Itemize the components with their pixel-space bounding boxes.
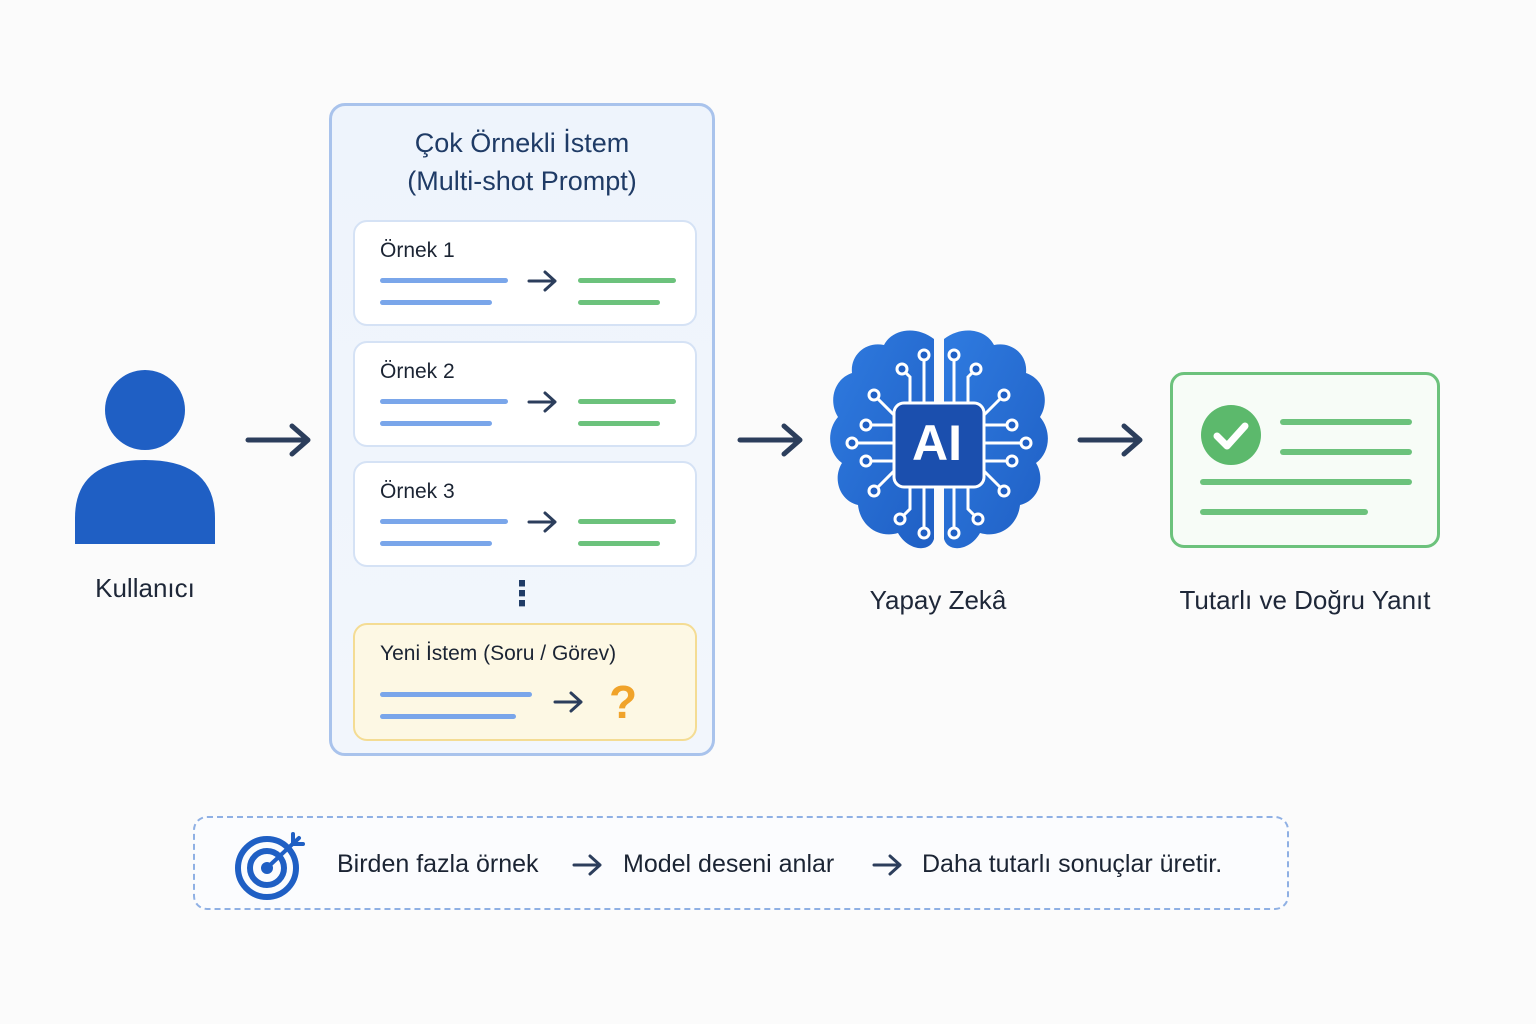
vertical-ellipsis: ⋮: [505, 575, 539, 613]
input-line: [380, 278, 508, 283]
output-line: [578, 519, 676, 524]
arrow-right-icon: [245, 423, 311, 457]
arrow-right-icon: [872, 854, 902, 876]
response-line: [1200, 479, 1412, 485]
question-mark: ?: [609, 676, 638, 728]
arrow-right-icon: [1077, 423, 1143, 457]
example-label: Örnek 2: [380, 360, 455, 383]
new-prompt-label: Yeni İstem (Soru / Görev): [380, 642, 617, 665]
ai-label: Yapay Zekâ: [869, 585, 1007, 615]
multi-shot-prompt-panel: Çok Örnekli İstem (Multi-shot Prompt) Ör…: [329, 103, 715, 756]
person-icon: [75, 370, 215, 544]
input-line: [380, 399, 508, 404]
response-card: [1170, 372, 1440, 548]
arrow-right-icon: [527, 511, 557, 533]
input-line: [380, 421, 492, 426]
example-card-2: Örnek 2: [353, 341, 697, 447]
response-line: [1280, 419, 1412, 425]
input-line: [380, 519, 508, 524]
user-label: Kullanıcı: [95, 573, 195, 603]
example-card-3: Örnek 3: [353, 461, 697, 567]
check-circle-icon: [1201, 405, 1261, 465]
input-line: [380, 714, 516, 719]
output-line: [578, 541, 660, 546]
ai-chip-text: AI: [912, 415, 962, 471]
arrow-right-icon: [527, 391, 557, 413]
example-card-1: Örnek 1: [353, 220, 697, 326]
target-icon: [235, 832, 305, 900]
summary-step-2: Model deseni anlar: [623, 850, 835, 878]
output-line: [578, 399, 676, 404]
example-label: Örnek 3: [380, 480, 455, 503]
response-line: [1200, 509, 1368, 515]
output-line: [578, 421, 660, 426]
summary-step-1: Birden fazla örnek: [337, 850, 539, 878]
arrow-right-icon: [737, 423, 803, 457]
output-line: [578, 300, 660, 305]
arrow-right-icon: [553, 691, 583, 713]
response-label: Tutarlı ve Doğru Yanıt: [1179, 585, 1431, 615]
summary-bar: Birden fazla örnek Model deseni anlar Da…: [193, 816, 1289, 910]
input-line: [380, 300, 492, 305]
response-line: [1280, 449, 1412, 455]
output-line: [578, 278, 676, 283]
input-line: [380, 541, 492, 546]
brain-icon: [830, 330, 1048, 549]
example-label: Örnek 1: [380, 239, 455, 262]
panel-subtitle: (Multi-shot Prompt): [407, 166, 637, 196]
summary-step-3: Daha tutarlı sonuçlar üretir.: [922, 850, 1223, 878]
arrow-right-icon: [527, 270, 557, 292]
panel-title: Çok Örnekli İstem: [414, 128, 630, 158]
arrow-right-icon: [572, 854, 602, 876]
new-prompt-card: Yeni İstem (Soru / Görev) ?: [353, 623, 697, 741]
input-line: [380, 692, 532, 697]
